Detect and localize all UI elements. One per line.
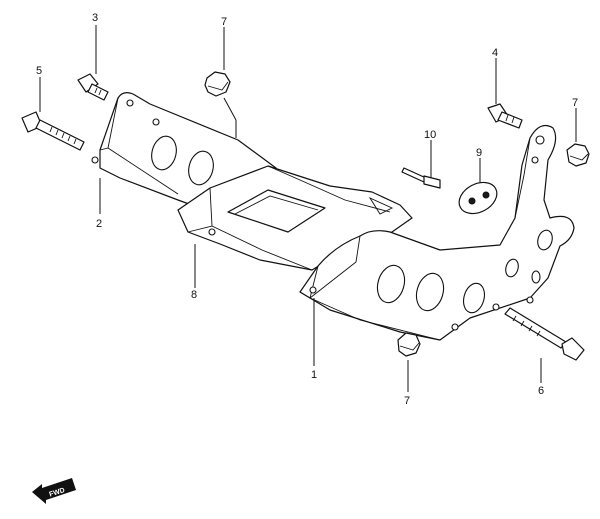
part-6-long-bolt xyxy=(504,307,585,361)
callout-7-bottom: 7 xyxy=(404,395,410,407)
callout-3: 3 xyxy=(92,12,98,24)
part-4-bolt xyxy=(487,103,523,129)
callout-1: 1 xyxy=(311,369,317,381)
part-5-long-bolt xyxy=(21,111,85,151)
part-7-nut-right xyxy=(566,143,590,167)
callout-7-right: 7 xyxy=(572,97,578,109)
callout-8: 8 xyxy=(191,289,197,301)
part-9-grommet xyxy=(458,181,498,215)
callout-labels: 3 7 5 4 7 10 9 2 8 1 6 7 xyxy=(36,12,578,407)
part-3-bolt xyxy=(77,73,109,101)
callout-4: 4 xyxy=(492,47,498,59)
part-7-nut-top xyxy=(204,71,231,97)
callout-6: 6 xyxy=(538,385,544,397)
callout-10: 10 xyxy=(424,129,436,141)
callout-2: 2 xyxy=(96,218,102,230)
callout-5: 5 xyxy=(36,65,42,77)
part-10-pin xyxy=(401,167,441,189)
callout-7-top: 7 xyxy=(221,16,227,28)
callout-9: 9 xyxy=(476,147,482,159)
fwd-arrow-icon: FWD xyxy=(32,478,76,504)
leader-lines xyxy=(39,25,577,392)
fwd-label: FWD xyxy=(49,487,66,499)
part-1-main-frame xyxy=(299,125,575,341)
part-7-nut-bottom xyxy=(397,332,421,357)
